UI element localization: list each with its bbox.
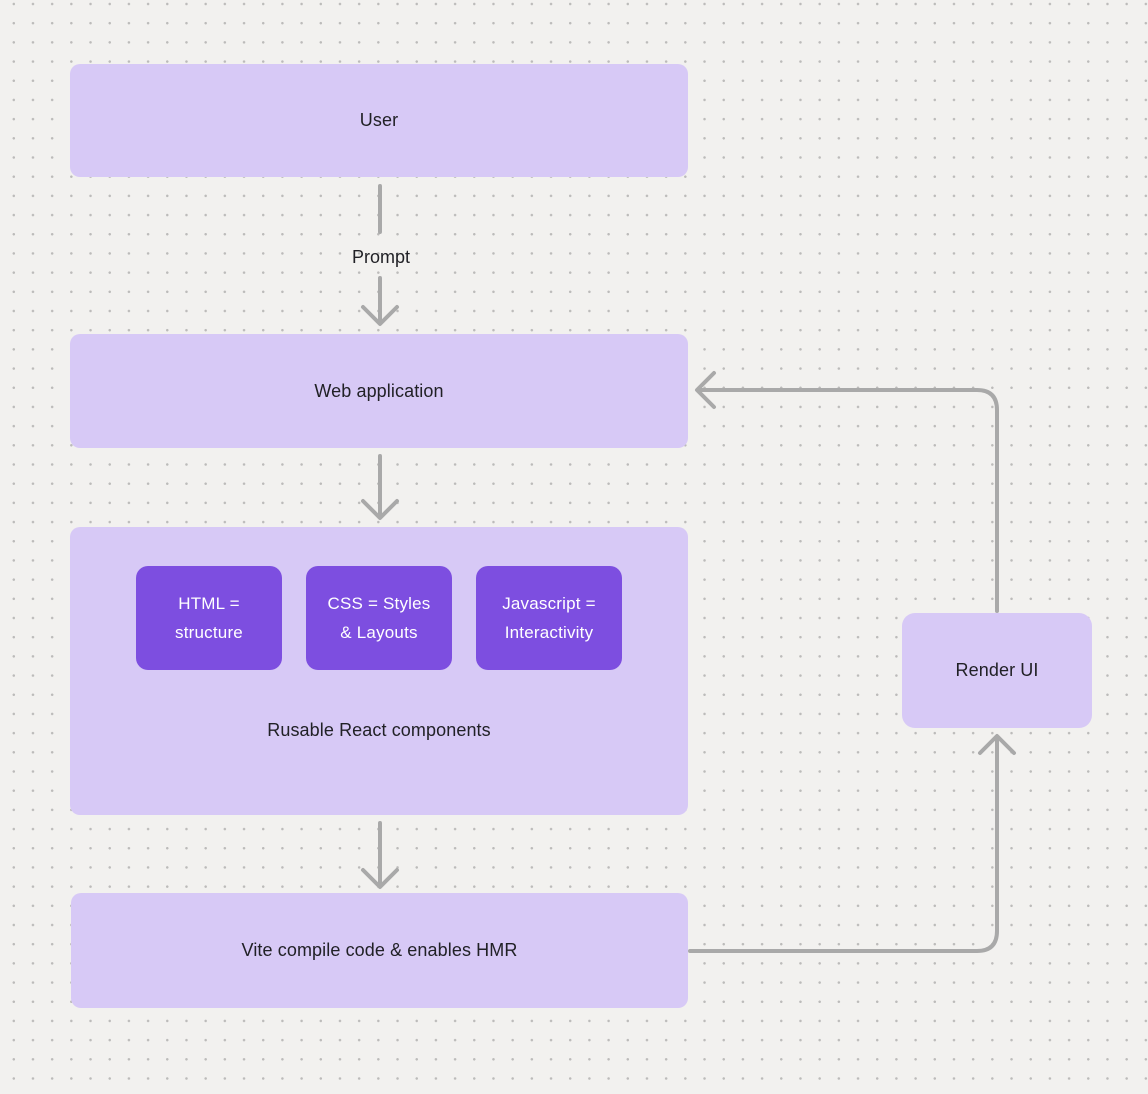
edge-vite-to-renderui[interactable] [688,734,1016,953]
edge-webapp-to-components[interactable] [361,454,399,520]
edge-components-to-vite[interactable] [361,821,399,889]
node-react-components-caption: Rusable React components [267,720,491,740]
edge-label-prompt: Prompt [351,247,411,267]
chip-html-line1: HTML = [178,594,240,613]
edge-user-to-webapp[interactable] [361,184,399,326]
node-web-application[interactable]: Web application [70,334,688,448]
node-vite[interactable]: Vite compile code & enables HMR [71,893,688,1008]
chip-css-line1: CSS = Styles [327,594,431,613]
chip-row: HTML = structure CSS = Styles & Layouts … [70,566,688,670]
node-vite-label: Vite compile code & enables HMR [241,940,518,960]
chip-html-line2: structure [175,623,243,642]
edge-renderui-to-webapp[interactable] [695,371,999,613]
chip-javascript-line2: Interactivity [504,623,594,642]
edge-vite-to-renderui-line [688,737,999,953]
chip-javascript[interactable]: Javascript = Interactivity [476,566,622,670]
node-web-application-label: Web application [314,380,444,401]
node-user-label: User [359,110,399,130]
chip-css[interactable]: CSS = Styles & Layouts [306,566,452,670]
arrowhead-down-icon [361,305,399,326]
node-react-components[interactable]: HTML = structure CSS = Styles & Layouts … [70,527,688,815]
arrowhead-down-icon [361,868,399,889]
node-user[interactable]: User [70,64,688,177]
chip-javascript-line1: Javascript = [502,594,596,613]
arrowhead-down-icon [361,499,399,520]
node-render-ui[interactable]: Render UI [902,613,1092,728]
arrowhead-up-icon [978,734,1016,755]
chip-css-line2: & Layouts [340,623,418,642]
node-render-ui-label: Render UI [955,660,1039,680]
edge-renderui-to-webapp-line [698,388,999,613]
chip-html[interactable]: HTML = structure [136,566,282,670]
arrowhead-left-icon [695,371,716,409]
